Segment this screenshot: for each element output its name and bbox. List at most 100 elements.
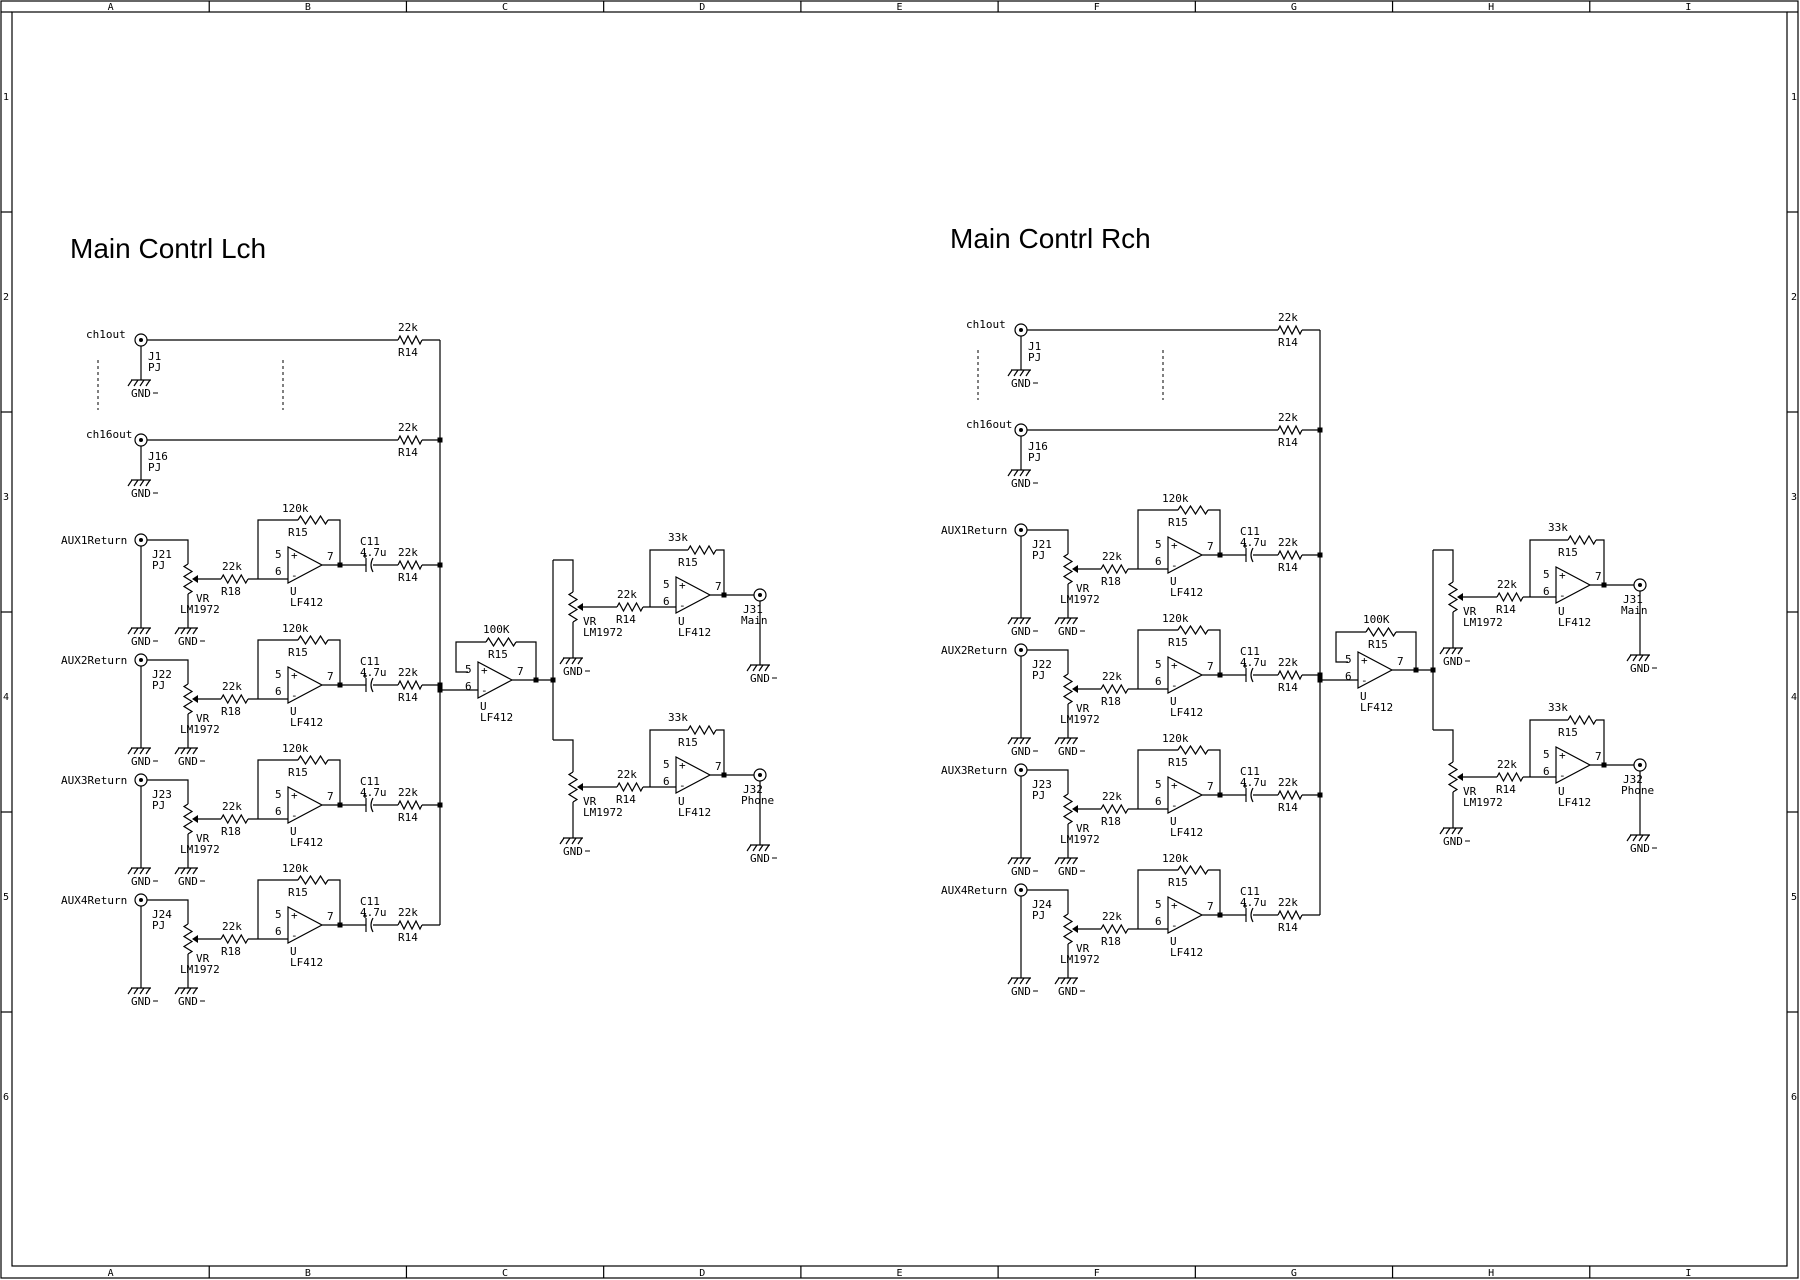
opamp-symbol	[675, 576, 712, 614]
resistor-symbol	[1496, 591, 1524, 603]
resistor-symbol	[687, 544, 717, 556]
wiper-arrow	[192, 695, 198, 703]
junction-dot	[1217, 672, 1223, 678]
ground-hatch	[565, 837, 571, 845]
wire	[553, 739, 574, 772]
ground-hatch	[1007, 469, 1013, 477]
ground-hatch	[1072, 857, 1078, 865]
wire	[1433, 549, 1454, 582]
resistor-value: 22k	[1102, 550, 1122, 563]
jack-center	[139, 338, 143, 342]
resistor-value: 22k	[1278, 411, 1298, 424]
opamp-part: LF412	[1558, 616, 1591, 629]
jack-ref: J1	[148, 350, 161, 363]
resistor-symbol	[1177, 624, 1209, 636]
opamp-pin-out: 7	[327, 910, 334, 923]
aux-label: AUX2Return	[941, 644, 1007, 657]
ground-label: GND	[1011, 865, 1031, 878]
ground-hatch	[133, 867, 139, 875]
potentiometer-symbol	[1062, 553, 1074, 585]
junction-dot	[721, 772, 727, 778]
ground-hatch	[1451, 827, 1457, 835]
wire	[257, 759, 298, 819]
vr-ref: VR	[1076, 822, 1090, 835]
ground-hatch	[180, 987, 186, 995]
wire	[649, 729, 688, 787]
resistor-value: 22k	[1102, 910, 1122, 923]
jack-ref: J21	[152, 548, 172, 561]
wire	[455, 641, 486, 673]
potentiometer-symbol	[1062, 793, 1074, 825]
jack-ref: J22	[1032, 658, 1052, 671]
zone-column-marker-bottom: A	[108, 1268, 114, 1279]
resistor-symbol	[397, 559, 423, 571]
ground-hatch	[1632, 654, 1638, 662]
wire	[1137, 869, 1178, 929]
opamp-pin-plus: 5	[465, 663, 472, 676]
resistor-value: 22k	[222, 560, 242, 573]
resistor-ref: R14	[1278, 681, 1298, 694]
opamp-pin-out: 7	[1397, 655, 1404, 668]
ground-hatch	[1025, 369, 1031, 377]
resistor-ref: R18	[221, 585, 241, 598]
zone-column-marker-bottom: G	[1291, 1268, 1297, 1279]
zone-column-marker-bottom: F	[1094, 1268, 1100, 1279]
ground-label: GND	[1630, 662, 1650, 675]
opamp-plus-sign: +	[1559, 569, 1566, 582]
ground-hatch	[174, 867, 180, 875]
wire	[257, 879, 298, 939]
potentiometer-symbol	[182, 923, 194, 955]
ground-hatch	[571, 837, 577, 845]
wiper-arrow	[577, 603, 583, 611]
ground-hatch	[192, 627, 198, 635]
jack-type: PJ	[152, 559, 165, 572]
ground-label: GND	[1058, 745, 1078, 758]
ground-hatch	[1457, 647, 1463, 655]
vr-ref: VR	[196, 592, 210, 605]
junction-dot	[337, 922, 343, 928]
ground-label: GND	[1011, 985, 1031, 998]
jack-ref: J32	[1623, 773, 1643, 786]
jack-center	[1019, 428, 1023, 432]
wire	[716, 729, 725, 775]
zone-column-marker-top: H	[1488, 2, 1494, 13]
ground-hatch	[180, 627, 186, 635]
resistor-ref: R18	[221, 705, 241, 718]
feedback-value: 33k	[1548, 701, 1568, 714]
opamp-ref: U	[290, 945, 297, 958]
ground-label: GND	[1058, 985, 1078, 998]
jack-center	[139, 658, 143, 662]
ground-hatch	[192, 987, 198, 995]
opamp-part: LF412	[1558, 796, 1591, 809]
resistor-symbol	[1277, 324, 1303, 336]
opamp-pin-minus: 6	[465, 680, 472, 693]
vr-ref: VR	[583, 795, 597, 808]
vr-ref: VR	[1463, 785, 1477, 798]
resistor-value: 22k	[222, 920, 242, 933]
ground-hatch	[1457, 827, 1463, 835]
potentiometer-symbol	[182, 563, 194, 595]
feedback-value: 120k	[282, 622, 309, 635]
resistor-symbol	[397, 919, 423, 931]
zone-row-marker-right: 5	[1791, 892, 1797, 903]
cap-ref: C11	[360, 655, 380, 668]
potentiometer-symbol	[567, 771, 579, 803]
ground-hatch	[133, 987, 139, 995]
jack-label: Main	[741, 614, 768, 627]
wire	[1596, 719, 1605, 765]
opamp-pin-minus: 6	[1543, 765, 1550, 778]
opamp-pin-out: 7	[1207, 660, 1214, 673]
feedback-ref: R15	[288, 766, 308, 779]
feedback-value: 120k	[1162, 492, 1189, 505]
cap-ref: C11	[1240, 765, 1260, 778]
jack-center	[139, 778, 143, 782]
ground-label: GND	[750, 852, 770, 865]
ground-hatch	[577, 837, 583, 845]
feedback-value: 120k	[282, 862, 309, 875]
ground-label: GND	[1011, 625, 1031, 638]
feedback-value: 120k	[1162, 852, 1189, 865]
ground-hatch	[174, 987, 180, 995]
resistor-ref: R18	[221, 945, 241, 958]
opamp-pin-plus: 5	[275, 908, 282, 921]
opamp-symbol	[1167, 536, 1204, 574]
